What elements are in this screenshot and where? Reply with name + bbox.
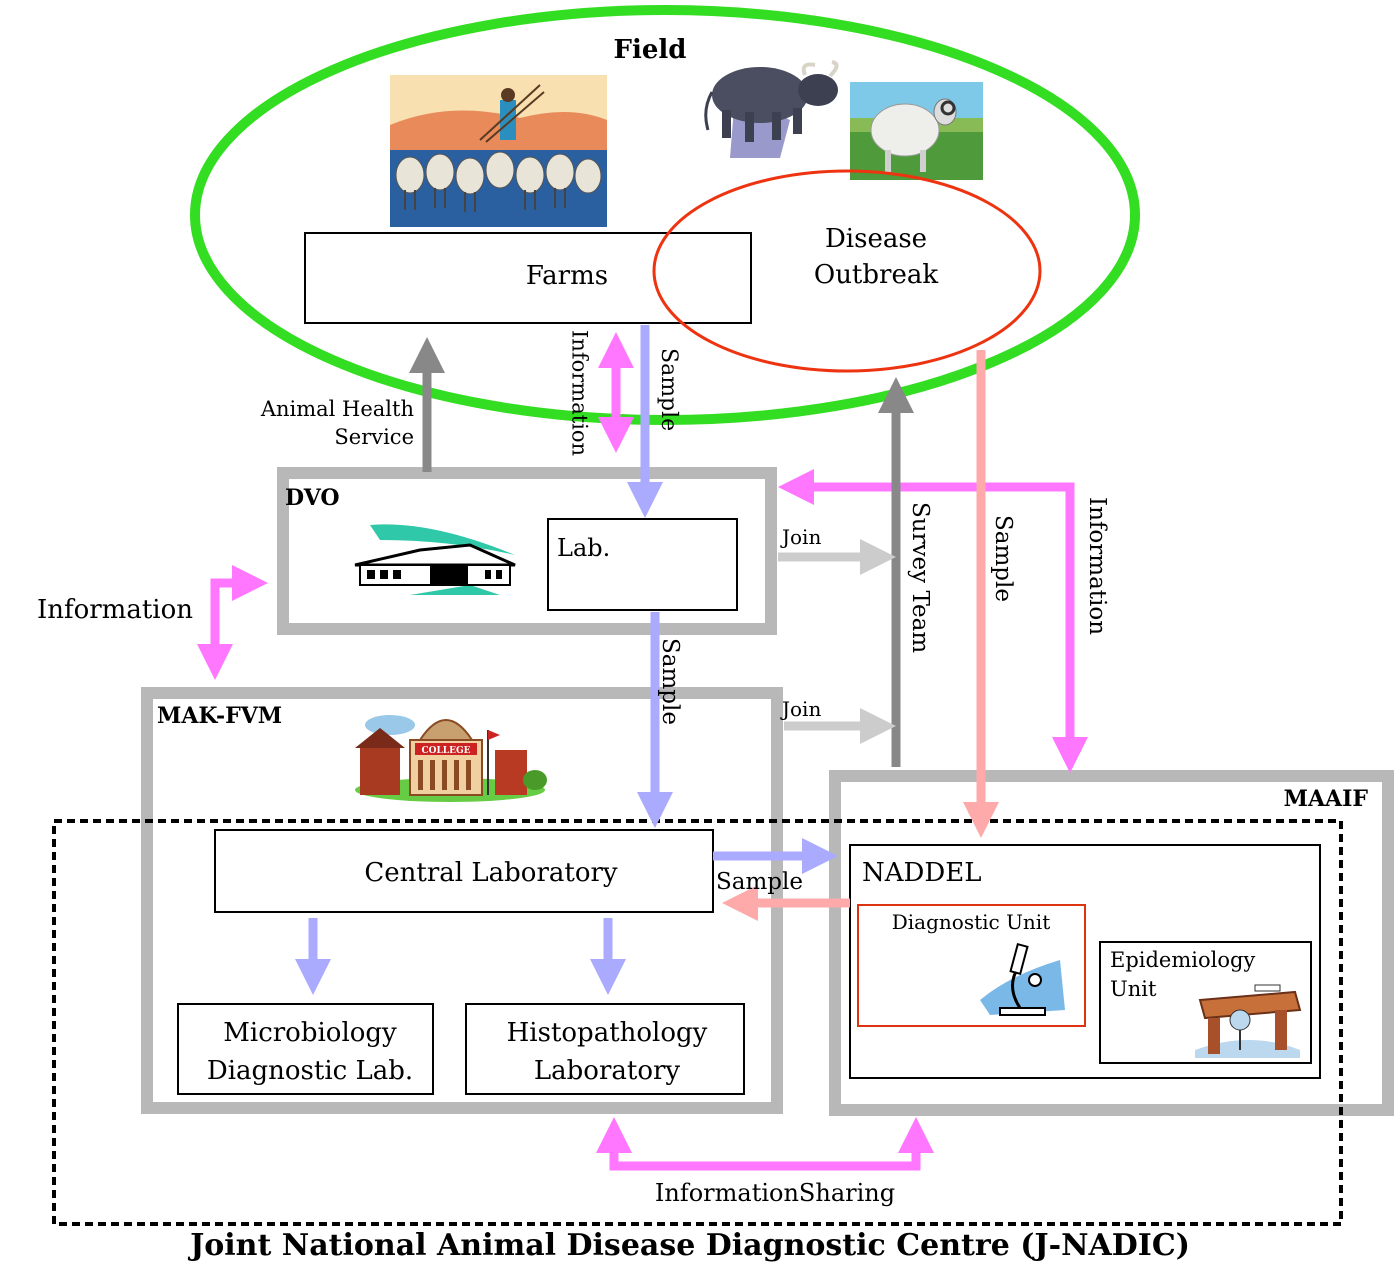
field-ellipse: [190, 5, 1140, 425]
outbreak-label-line2: Outbreak: [814, 260, 938, 290]
survey-team-label: Survey Team: [907, 502, 933, 653]
central-lab-box: [214, 829, 714, 913]
animal-health-label-line1: Animal Health: [260, 397, 414, 421]
dvo-lab-label: Lab.: [557, 534, 610, 562]
information-sharing-label: InformationSharing: [655, 1179, 895, 1207]
farms-label: Farms: [526, 261, 608, 291]
college-sign-text: COLLEGE: [421, 746, 470, 756]
diag-unit-label: Diagnostic Unit: [892, 910, 1051, 934]
micro-lab-label-line1: Microbiology: [223, 1018, 397, 1048]
desk-clipart-image: [1195, 984, 1302, 1058]
maaif-region: MAAIF NADDEL Diagnostic Unit Epidemiolog…: [829, 770, 1394, 1116]
herder-clipart-image: [390, 75, 607, 227]
central-naddel-sample-label: Sample: [716, 869, 803, 895]
farms-sample-label: Sample: [656, 348, 681, 431]
outbreak-sample-label: Sample: [990, 515, 1016, 602]
histo-lab-label-line2: Laboratory: [534, 1056, 681, 1086]
makfvm-label: MAK-FVM: [157, 703, 282, 729]
central-lab-label: Central Laboratory: [364, 858, 618, 888]
dvo-label: DVO: [285, 485, 340, 511]
animal-health-label-line2: Service: [334, 425, 414, 449]
makfvm-join-label: Join: [780, 697, 821, 721]
naddel-label: NADDEL: [862, 858, 981, 888]
dvo-makfvm-info-label: Information: [37, 595, 193, 625]
makfvm-region: MAK-FVM COLLEGE Central Laboratory Micro…: [141, 687, 783, 1114]
buffalo-clipart-image: [704, 60, 839, 158]
sheep-clipart-image: [850, 82, 983, 180]
dvo-region: DVO Lab.: [277, 467, 777, 635]
dvo-join-label: Join: [780, 525, 821, 549]
maaif-box: [829, 770, 1394, 1116]
dvo-box: [277, 467, 777, 635]
college-clipart-image: COLLEGE: [355, 715, 547, 802]
dvo-central-sample-label: Sample: [657, 638, 683, 725]
farms-info-label: Information: [568, 330, 592, 456]
diagram-title: Joint National Animal Disease Diagnostic…: [187, 1228, 1190, 1263]
histo-lab-box: [465, 1003, 745, 1095]
dvo-makfvm-info-arrow: [197, 565, 268, 680]
maaif-dvo-info-label: Information: [1084, 497, 1110, 635]
jnadic-dashed-boundary: [52, 819, 1343, 1226]
maaif-label: MAAIF: [1284, 786, 1369, 812]
field-region: Field: [190, 5, 1140, 425]
dvo-building-clipart-image: [354, 524, 516, 595]
micro-lab-box: [177, 1003, 434, 1095]
information-sharing-arrow: [596, 1117, 934, 1171]
epi-unit-label-line1: Epidemiology: [1110, 948, 1255, 972]
outbreak-label-line1: Disease: [825, 224, 927, 254]
microscope-clipart-image: [980, 942, 1065, 1016]
maaif-dvo-info-arrow: [778, 469, 1088, 773]
micro-lab-label-line2: Diagnostic Lab.: [207, 1056, 413, 1086]
field-label: Field: [614, 35, 687, 65]
epi-unit-label-line2: Unit: [1110, 977, 1157, 1001]
dvo-lab-box: [547, 518, 738, 611]
histo-lab-label-line1: Histopathology: [507, 1018, 708, 1048]
outbreak-ellipse: [652, 169, 1042, 373]
farms-box: [304, 232, 752, 324]
